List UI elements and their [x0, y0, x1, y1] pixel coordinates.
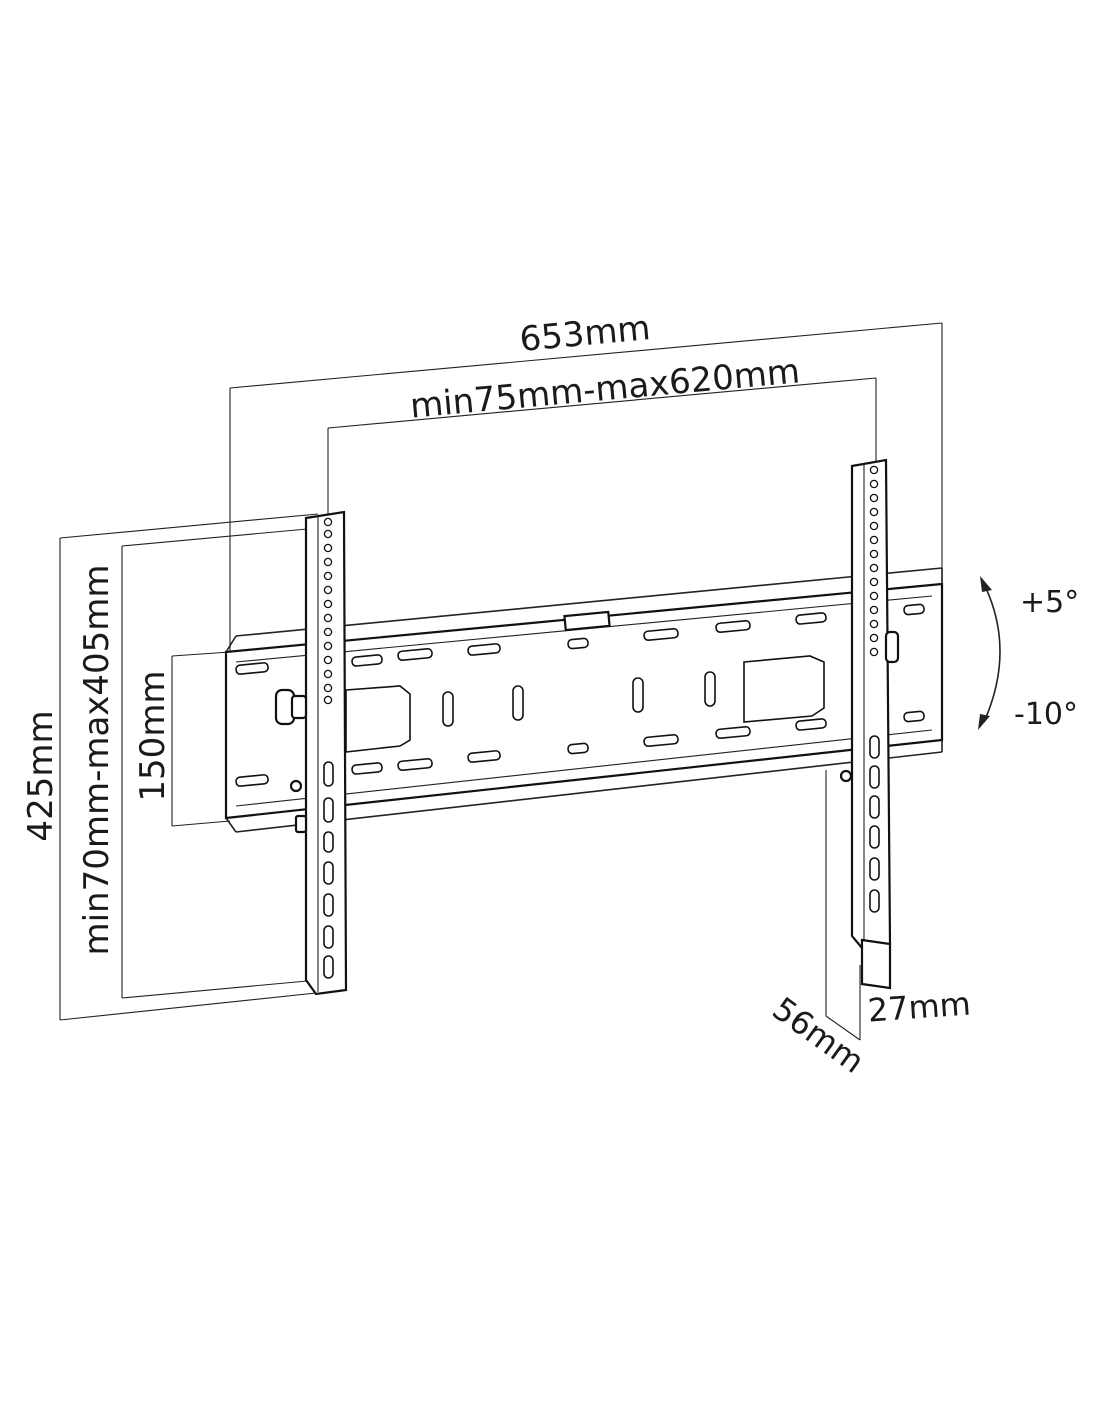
overall-width-label: 653mm: [518, 308, 652, 360]
left-bracket-holes: [323, 517, 333, 705]
overall-width-dimension: [229, 322, 943, 655]
right-bracket-slots: [869, 735, 880, 913]
right-bracket-holes: [869, 465, 879, 657]
bottom-slot-row: [235, 710, 925, 787]
vesa-height-label: min70mm-max405mm: [77, 564, 117, 955]
depth-max-label: 56mm: [766, 989, 872, 1080]
top-slot-row: [235, 603, 925, 675]
plate-height-label: 150mm: [133, 670, 173, 801]
right-window: [743, 655, 825, 723]
left-window: [345, 685, 411, 753]
depth-dimension: [825, 770, 861, 1041]
tilt-up-label: +5°: [1020, 585, 1079, 620]
overall-height-dimension: [59, 513, 319, 1021]
tilt-down-label: -10°: [1014, 697, 1078, 732]
overall-height-label: 425mm: [21, 710, 61, 841]
vesa-width-dimension: [327, 377, 877, 515]
left-bracket: [274, 510, 348, 996]
wall-plate: [224, 567, 944, 833]
vesa-width-label: min75mm-max620mm: [408, 351, 801, 426]
middle-slots: [442, 671, 716, 727]
tilt-arrow-icon: [978, 576, 1001, 730]
plate-height-dimension: [171, 651, 231, 827]
vesa-height-dimension: [121, 527, 319, 999]
left-bracket-slots: [323, 761, 334, 979]
right-bracket: [839, 458, 900, 990]
depth-min-label: 27mm: [867, 984, 972, 1029]
